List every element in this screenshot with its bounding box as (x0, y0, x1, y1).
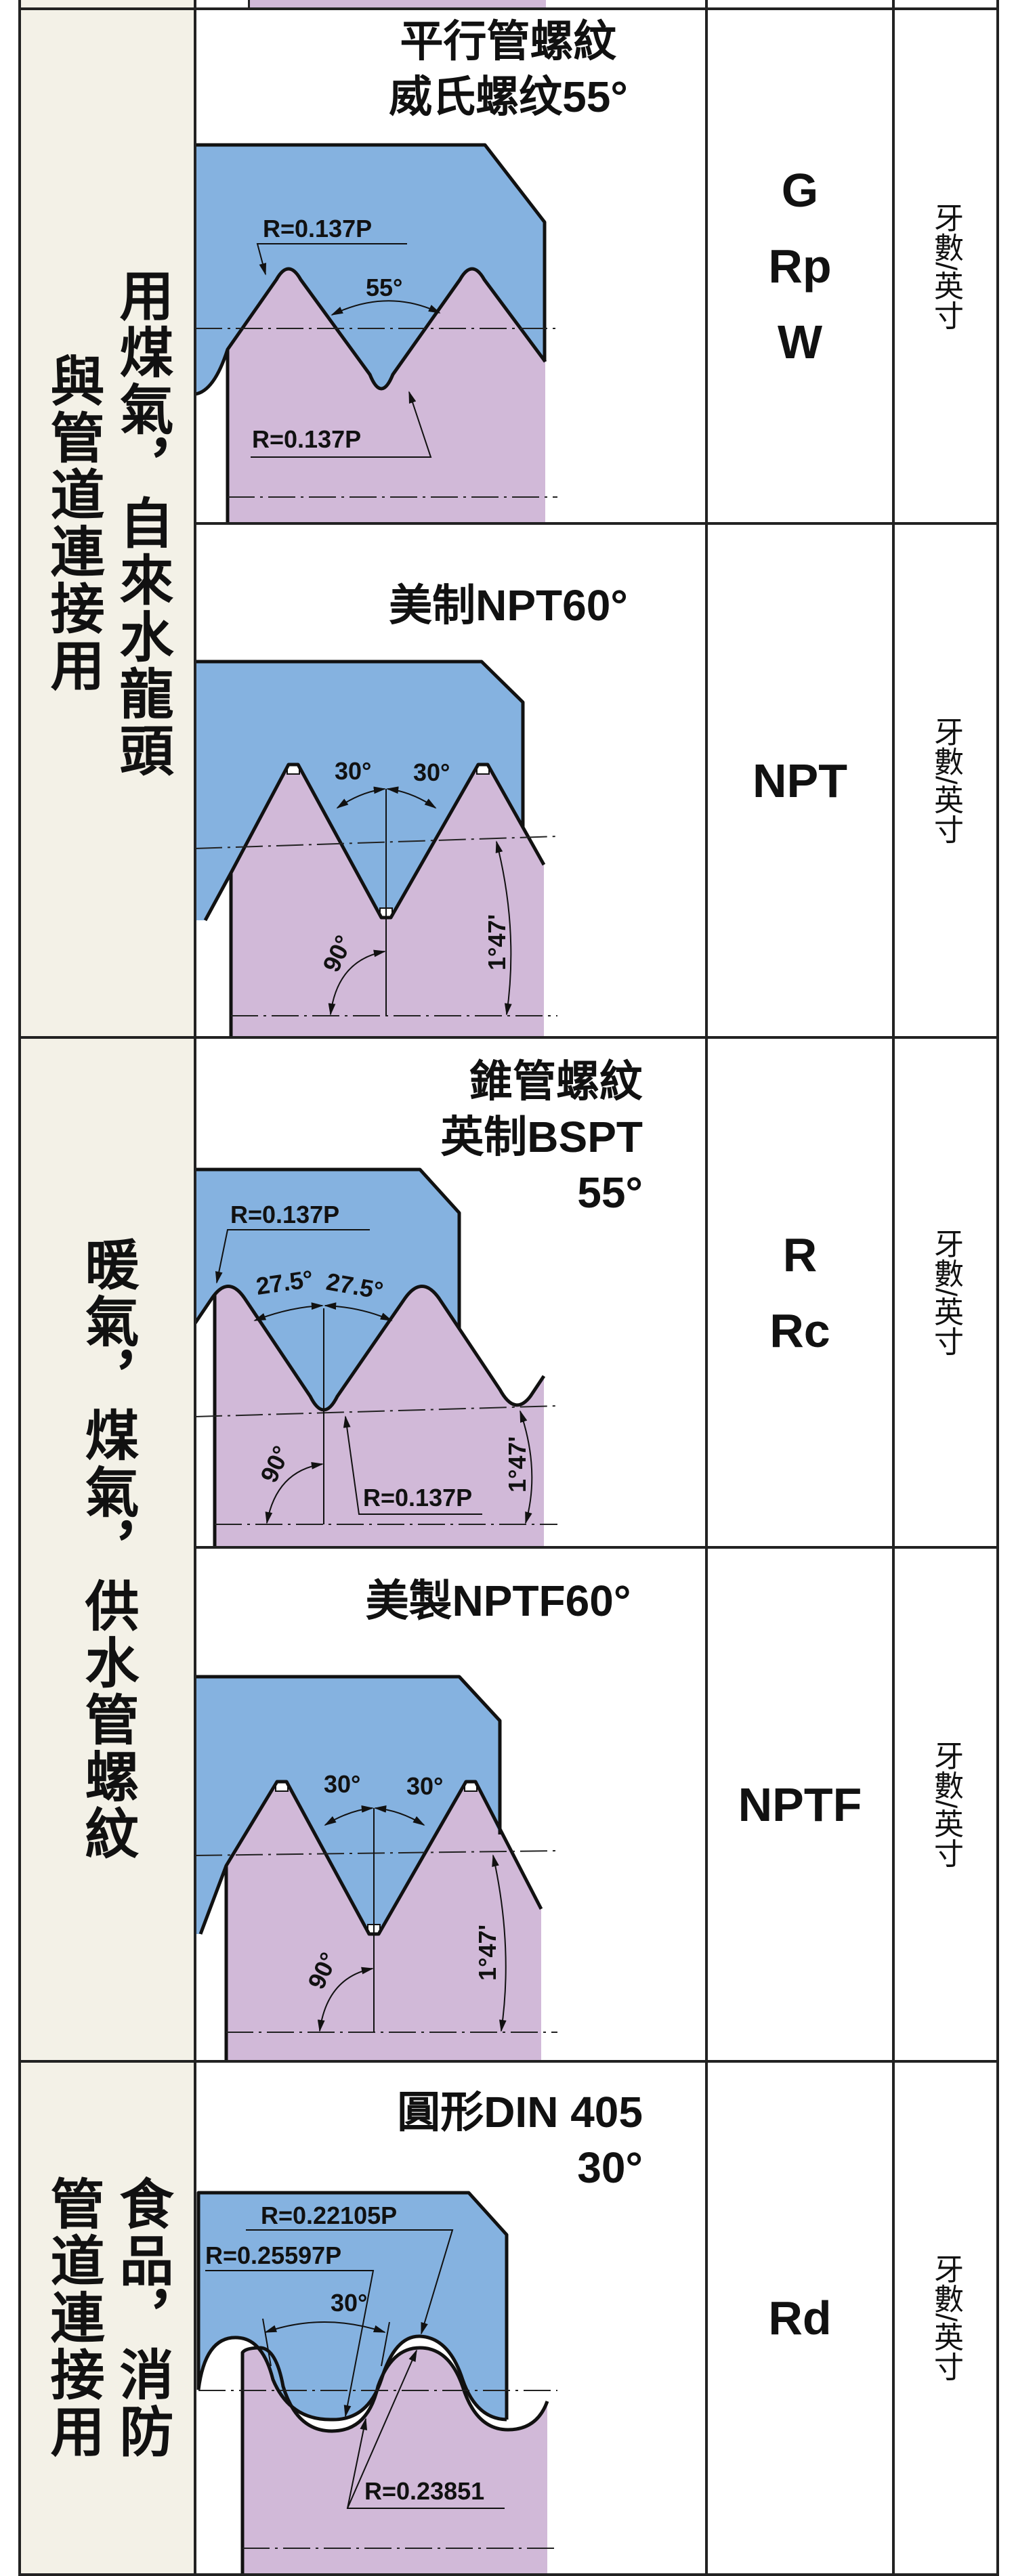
column-divider (892, 0, 895, 2576)
row-divider (194, 1546, 999, 1549)
unit-text: 牙數/英寸 (929, 1740, 962, 1868)
row-divider (18, 2060, 999, 2063)
title-line: 美制NPT60° (389, 581, 628, 630)
din405-round-thread-diagram: R=0.22105P R=0.25597P 30° R=0.23851 (196, 2191, 557, 2576)
column-divider (705, 0, 708, 2576)
column-divider (194, 0, 196, 2576)
code-nptf: NPTF (738, 1778, 862, 1831)
code-r: R (782, 1228, 818, 1281)
whitworth-55-thread-diagram: R=0.137P 55° R=0.137P (194, 143, 557, 523)
taper-angle-label: 1°47' (473, 1925, 501, 1981)
title-line: 錐管螺紋 (469, 1057, 643, 1106)
code-npt: NPT (753, 754, 847, 807)
thread-code: Rd (706, 2061, 893, 2574)
external-thread (231, 765, 544, 1037)
code-w: W (777, 316, 823, 368)
category-line: 用煤氣，自來水龍頭 (112, 267, 173, 779)
bspt-55-thread-diagram: R=0.137P 27.5° 27.5° 90° R=0.137P 1°47' (193, 1167, 558, 1547)
category-line: 暖氣，煤氣，供水管螺紋 (77, 1237, 138, 1862)
row-divider (194, 522, 999, 525)
thread-code: NPT (706, 523, 893, 1037)
code-g: G (781, 164, 819, 217)
crest-radius-label: R=0.137P (230, 1201, 339, 1228)
taper-angle-label: 1°47' (503, 1436, 531, 1493)
category-heating-gas-water-pipe: 暖氣，煤氣，供水管螺紋 (20, 1037, 195, 2061)
npt-60-thread-diagram: 30° 30° 90° 1°47' (194, 660, 558, 1037)
row-divider (18, 7, 999, 10)
pitch-unit: 牙數/英寸 (893, 2061, 998, 2574)
title-line: 威氏螺纹55° (389, 72, 628, 121)
unit-text: 牙數/英寸 (929, 202, 962, 330)
row-divider (18, 2573, 999, 2576)
category-gas-water-tap: 用煤氣，自來水龍頭 與管道連接用 (20, 9, 195, 1037)
code-rd: Rd (768, 2291, 832, 2344)
title-line: 美製NPTF60° (365, 1576, 631, 1625)
title-line: 平行管螺紋 (400, 17, 617, 66)
unit-text: 牙數/英寸 (929, 2254, 962, 2382)
half-angle-left-label: 30° (335, 757, 371, 785)
thread-title: 美制NPT60° (195, 578, 706, 633)
internal-thread (195, 145, 545, 394)
title-line: 英制BSPT (440, 1113, 643, 1161)
category-line: 管道連接用 (43, 2175, 104, 2460)
half-angle-right-label: 30° (406, 1772, 443, 1800)
code-rc: Rc (769, 1304, 830, 1357)
external-thread (242, 2348, 547, 2576)
half-angle-right-label: 30° (413, 758, 450, 786)
table-border-left (18, 0, 21, 2576)
pitch-unit: 牙數/英寸 (893, 9, 998, 523)
internal-thread (195, 1677, 500, 1934)
row-divider (18, 1036, 999, 1039)
taper-angle-label: 1°47' (483, 914, 511, 970)
radius-1-label: R=0.22105P (261, 2202, 397, 2229)
previous-row-diagram-fragment (249, 0, 546, 9)
table-border-right (996, 0, 999, 2576)
thread-title: 美製NPTF60° (195, 1573, 706, 1629)
flank-angle-label: 55° (366, 274, 402, 301)
pitch-unit: 牙數/英寸 (893, 523, 998, 1037)
code-rp: Rp (768, 240, 832, 293)
pitch-unit: 牙數/英寸 (893, 1547, 998, 2061)
thread-code: R Rc (706, 1037, 893, 1547)
unit-text: 牙數/英寸 (929, 1228, 962, 1356)
root-radius-label: R=0.137P (363, 1484, 472, 1511)
root-radius-label: R=0.137P (252, 425, 361, 453)
unit-text: 牙數/英寸 (929, 716, 962, 844)
half-angle-left-label: 30° (324, 1770, 360, 1798)
thread-code: G Rp W (706, 9, 893, 523)
crest-radius-label: R=0.137P (263, 215, 372, 242)
pitch-unit: 牙數/英寸 (893, 1037, 998, 1547)
external-thread (228, 269, 545, 523)
thread-title: 平行管螺紋 威氏螺纹55° (195, 14, 706, 125)
category-food-fire-pipe: 食品，消防 管道連接用 (20, 2061, 195, 2574)
nptf-60-thread-diagram: 30° 30° 90° 1°47' (194, 1675, 558, 2061)
thread-code: NPTF (706, 1547, 893, 2061)
category-line: 食品，消防 (112, 2175, 173, 2460)
flank-angle-label: 30° (331, 2289, 367, 2317)
radius-3-label: R=0.23851 (364, 2477, 484, 2505)
previous-row-edge (248, 0, 250, 9)
radius-2-label: R=0.25597P (205, 2241, 341, 2269)
category-line: 與管道連接用 (43, 352, 104, 694)
title-line: 圓形DIN 405 (397, 2088, 643, 2137)
thread-title: 錐管螺紋 英制BSPT 55° (195, 1054, 643, 1220)
thread-title: 圓形DIN 405 30° (195, 2084, 643, 2195)
category-column (20, 0, 195, 2576)
title-line: 55° (577, 1168, 643, 1217)
title-line: 30° (577, 2143, 643, 2192)
